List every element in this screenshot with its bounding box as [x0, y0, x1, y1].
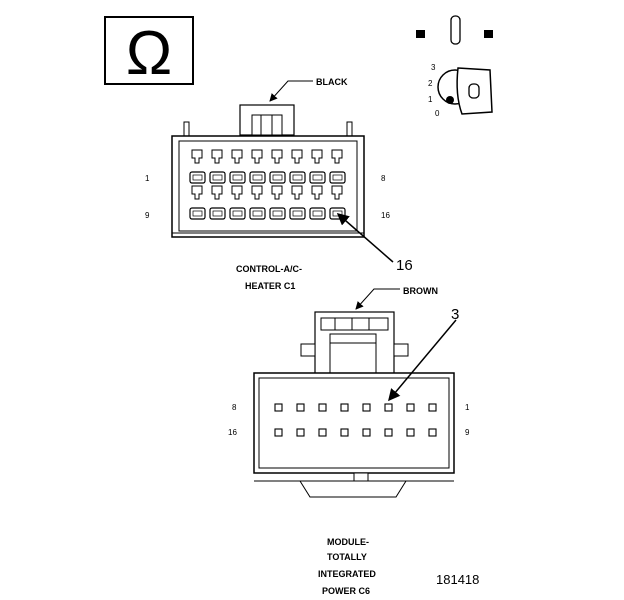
c6-cavity: [274, 403, 283, 412]
c6-pin-16-label: 16: [228, 428, 237, 437]
c6-name-line4: POWER C6: [322, 586, 370, 596]
c1-color-label: BLACK: [316, 77, 348, 87]
c6-cavity: [318, 428, 327, 437]
c1-cavity: [249, 149, 266, 184]
c1-cavity: [189, 185, 206, 220]
c6-cavity: [384, 428, 393, 437]
c6-cavity: [362, 428, 371, 437]
c1-pin-1-label: 1: [145, 174, 150, 183]
c1-cavity: [289, 185, 306, 220]
figure-number: 181418: [436, 572, 479, 587]
connector-c6: BROWN 8 1 16 9 3 MODULE- TOTALLY INTEGRA…: [228, 286, 470, 596]
c6-cavity: [340, 403, 349, 412]
ignition-position-0: 0: [435, 109, 440, 118]
c6-cavity: [428, 428, 437, 437]
c1-cavity: [209, 149, 226, 184]
c1-name-line1: CONTROL-A/C-: [236, 264, 302, 274]
c1-cavity: [229, 149, 246, 184]
ignition-position-1: 1: [428, 95, 433, 104]
c6-cavity: [406, 403, 415, 412]
c1-pin-9-label: 9: [145, 211, 150, 220]
c6-name-line1: MODULE-: [327, 537, 369, 547]
c1-cavity: [269, 149, 286, 184]
c6-callout-number: 3: [451, 306, 459, 323]
c6-color-label: BROWN: [403, 286, 438, 296]
ohm-icon: Ω: [126, 19, 172, 88]
connector-c1: BLACK 1 8 9 16 16 CONTROL-A/C- HEATER C1: [145, 77, 413, 291]
c6-cavity: [274, 428, 283, 437]
ignition-position-2: 2: [428, 79, 433, 88]
c1-cavity: [229, 185, 246, 220]
c1-cavity: [289, 149, 306, 184]
c6-name-line2: TOTALLY: [327, 552, 367, 562]
c6-name-line3: INTEGRATED: [318, 569, 376, 579]
c1-cavity: [309, 149, 326, 184]
c6-cavity: [340, 428, 349, 437]
c6-cavity: [296, 428, 305, 437]
c6-pin-1-label: 1: [465, 403, 470, 412]
c6-cavity-grid: [274, 403, 437, 437]
c1-cavity: [269, 185, 286, 220]
c1-callout-number: 16: [396, 257, 413, 274]
ignition-position-3: 3: [431, 63, 436, 72]
c6-cavity: [384, 403, 393, 412]
c6-cavity: [428, 403, 437, 412]
c1-cavity: [189, 149, 206, 184]
c6-cavity: [296, 403, 305, 412]
c6-pin-9-label: 9: [465, 428, 470, 437]
c1-cavity: [309, 185, 326, 220]
c1-name-line2: HEATER C1: [245, 281, 295, 291]
c1-cavity: [209, 185, 226, 220]
ignition-key-icon: 3 2 1 0: [416, 15, 493, 118]
c6-cavity: [318, 403, 327, 412]
c6-pin-8-label: 8: [232, 403, 237, 412]
ohm-symbol-box: Ω: [104, 16, 194, 88]
c1-pin-8-label: 8: [381, 174, 386, 183]
c1-cavity: [329, 149, 346, 184]
c1-cavity: [249, 185, 266, 220]
c6-cavity: [362, 403, 371, 412]
c6-cavity: [406, 428, 415, 437]
c1-pin-16-label: 16: [381, 211, 390, 220]
